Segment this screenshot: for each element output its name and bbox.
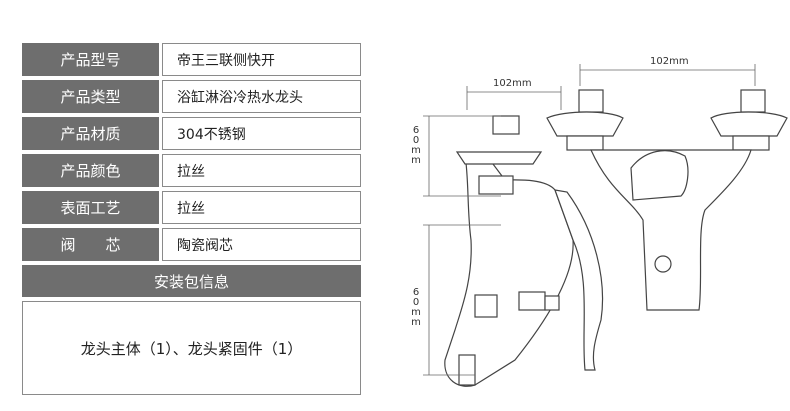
spec-table: 产品型号 帝王三联侧快开 产品类型 浴缸淋浴冷热水龙头 产品材质 304不锈钢 …: [22, 43, 361, 395]
spec-value: 帝王三联侧快开: [162, 43, 361, 76]
spec-label: 产品颜色: [22, 154, 159, 187]
spec-value: 陶瓷阀芯: [162, 228, 361, 261]
spec-value: 浴缸淋浴冷热水龙头: [162, 80, 361, 113]
install-content: 龙头主体（1）、龙头紧固件（1）: [22, 301, 361, 395]
spec-label: 产品型号: [22, 43, 159, 76]
dim-front-width: 102mm: [650, 56, 689, 67]
faucet-drawing: 102mm 102mm: [423, 56, 788, 387]
spec-row-finish: 表面工艺 拉丝: [22, 191, 361, 224]
spec-value: 304不锈钢: [162, 117, 361, 150]
spec-row-type: 产品类型 浴缸淋浴冷热水龙头: [22, 80, 361, 113]
spec-value: 拉丝: [162, 154, 361, 187]
spec-label: 产品类型: [22, 80, 159, 113]
dim-upper-height: 60mm: [411, 125, 421, 166]
spec-row-cartridge: 阀 芯 陶瓷阀芯: [22, 228, 361, 261]
spec-label: 阀 芯: [22, 228, 159, 261]
spec-label: 表面工艺: [22, 191, 159, 224]
faucet-diagram: 102mm 102mm 60mm 60mm: [395, 40, 790, 407]
spec-row-color: 产品颜色 拉丝: [22, 154, 361, 187]
dim-side-width: 102mm: [493, 78, 532, 89]
spec-row-material: 产品材质 304不锈钢: [22, 117, 361, 150]
spec-label: 产品材质: [22, 117, 159, 150]
install-header: 安装包信息: [22, 265, 361, 297]
spec-row-model: 产品型号 帝王三联侧快开: [22, 43, 361, 76]
spec-value: 拉丝: [162, 191, 361, 224]
dim-lower-height: 60mm: [411, 287, 421, 328]
